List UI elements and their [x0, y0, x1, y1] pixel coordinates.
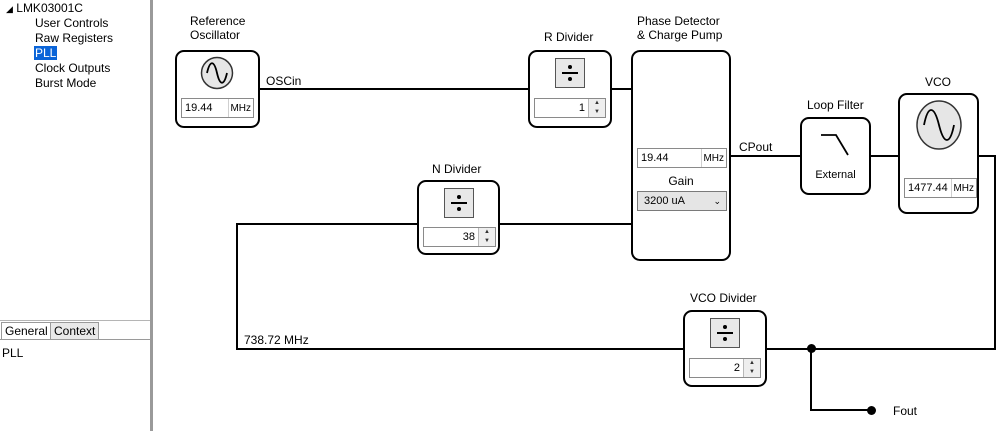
tree-item-user-controls[interactable]: User Controls [35, 16, 109, 30]
fout-label: Fout [893, 404, 918, 418]
navigation-panel: ◢ LMK03001C User Controls Raw Registers … [0, 0, 150, 431]
cpout-label: CPout [739, 140, 773, 154]
unit-separator [701, 149, 702, 167]
sine-wave-icon [200, 56, 234, 90]
reference-oscillator-block[interactable]: 19.44 MHz [175, 50, 260, 128]
stepper-arrows[interactable]: ▲▼ [478, 228, 495, 246]
divide-icon [710, 318, 740, 348]
tree-item-pll[interactable]: PLL [34, 46, 58, 60]
spin-down-icon[interactable]: ▼ [749, 369, 755, 375]
wire-fout-down [810, 348, 812, 411]
panel-tab-strip [0, 320, 150, 341]
context-text: PLL [2, 346, 24, 360]
vco-title: VCO [925, 75, 952, 89]
wire-rdiv-pd [611, 88, 633, 90]
tree-item-clock-outputs[interactable]: Clock Outputs [35, 61, 111, 75]
panel-splitter[interactable] [150, 0, 153, 431]
wire-ndiv-pd [498, 223, 633, 225]
vco-divider-stepper[interactable]: 2 ▲▼ [689, 358, 761, 378]
chevron-down-icon: ⌄ [713, 196, 721, 206]
wire-feedback-left [236, 223, 238, 350]
stepper-arrows[interactable]: ▲▼ [743, 359, 760, 377]
vco-frequency-input[interactable]: 1477.44 MHz [904, 178, 977, 198]
n-divider-title: N Divider [432, 162, 482, 176]
spin-up-icon[interactable]: ▲ [484, 229, 490, 235]
spin-down-icon[interactable]: ▼ [484, 238, 490, 244]
expand-triangle-icon[interactable]: ◢ [6, 4, 13, 14]
loop-filter-block[interactable]: External [800, 117, 871, 195]
wire-fout [810, 409, 870, 411]
phase-detector-title: Phase Detector & Charge Pump [637, 14, 723, 42]
feedback-frequency-label: 738.72 MHz [244, 333, 309, 347]
r-divider-stepper[interactable]: 1 ▲▼ [534, 98, 606, 118]
gain-select[interactable]: 3200 uA ⌄ [637, 191, 727, 211]
loop-filter-type: External [815, 169, 856, 181]
wire-vcodiv-right [765, 348, 996, 350]
tree-root[interactable]: ◢ LMK03001C [6, 1, 83, 15]
ref-osc-title: Reference Oscillator [190, 14, 246, 42]
divide-icon [555, 58, 585, 88]
spin-down-icon[interactable]: ▼ [594, 109, 600, 115]
oscin-label: OSCin [266, 74, 302, 88]
unit-label: MHz [953, 183, 974, 194]
n-divider-block[interactable]: 38 ▲▼ [417, 180, 500, 255]
wire-cpout [729, 155, 802, 157]
stepper-arrows[interactable]: ▲▼ [588, 99, 605, 117]
vco-divider-title: VCO Divider [690, 291, 757, 305]
wire-lf-vco [869, 155, 900, 157]
unit-separator [228, 99, 229, 117]
wire-oscin [259, 88, 530, 90]
tab-divider [0, 339, 150, 340]
tree-item-raw-registers[interactable]: Raw Registers [35, 31, 114, 45]
sine-wave-icon [915, 99, 963, 151]
wire-vco-down [994, 155, 996, 350]
unit-label: MHz [703, 153, 724, 164]
ref-frequency-input[interactable]: 19.44 MHz [181, 98, 254, 118]
pd-frequency-input[interactable]: 19.44 MHz [637, 148, 727, 168]
divide-icon [444, 188, 474, 218]
tab-general[interactable]: General [1, 322, 52, 340]
unit-separator [951, 179, 952, 197]
gain-label: Gain [668, 174, 694, 188]
lowpass-filter-icon [820, 129, 852, 159]
tree-item-burst-mode[interactable]: Burst Mode [35, 76, 97, 90]
loop-filter-title: Loop Filter [807, 98, 864, 112]
tab-context[interactable]: Context [50, 322, 100, 339]
unit-label: MHz [230, 103, 251, 114]
spin-up-icon[interactable]: ▲ [749, 360, 755, 366]
wire-vco-out [977, 155, 996, 157]
vco-block[interactable]: 1477.44 MHz [898, 93, 979, 214]
wire-to-ndiv [236, 223, 418, 225]
n-divider-stepper[interactable]: 38 ▲▼ [423, 227, 496, 247]
r-divider-block[interactable]: 1 ▲▼ [528, 50, 612, 128]
wire-feedback-bottom [236, 348, 685, 350]
vco-divider-block[interactable]: 2 ▲▼ [683, 310, 767, 387]
spin-up-icon[interactable]: ▲ [594, 100, 600, 106]
fout-terminal-dot [867, 406, 876, 415]
r-divider-title: R Divider [544, 30, 594, 44]
phase-detector-block[interactable]: 19.44 MHz Gain 3200 uA ⌄ [631, 50, 731, 261]
